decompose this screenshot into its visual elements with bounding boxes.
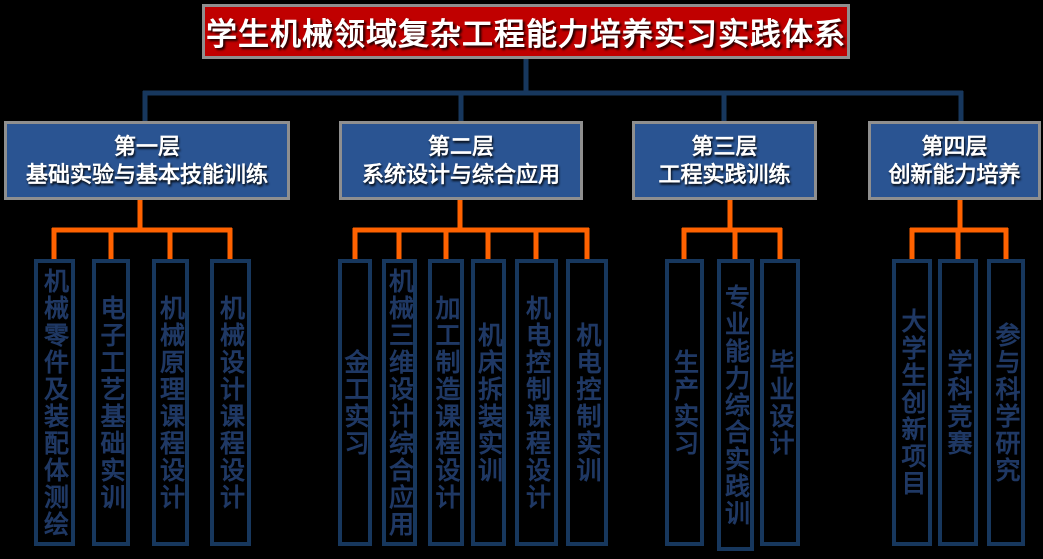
layer-2-item-label: 金工实习: [341, 348, 369, 457]
layer-4-header: 第四层 创新能力培养: [868, 121, 1041, 200]
layer-4-item-box: 参与科学研究: [987, 259, 1025, 546]
layer-1-subtitle: 基础实验与基本技能训练: [25, 161, 268, 187]
layer-3-item-label: 生产实习: [670, 348, 699, 457]
layer-3-item-box: 生产实习: [665, 259, 704, 546]
layer-4-item-label: 大学生创新项目: [898, 308, 926, 497]
layer-2-item-label: 机电控制课程设计: [522, 294, 551, 511]
layer-1-name: 第一层: [113, 134, 180, 159]
layer-2-item-box: 机电控制实训: [566, 259, 608, 546]
layer-3-item-box: 专业能力综合实践训: [717, 259, 754, 551]
layer-4-item-label: 学科竞赛: [944, 348, 972, 457]
layer-1-item-label: 机械零件及装配体测绘: [40, 267, 69, 538]
layer-3-item-box: 毕业设计: [760, 259, 800, 546]
layer-1-item-label: 机械设计课程设计: [216, 294, 245, 511]
layer-2-name: 第二层: [427, 134, 494, 159]
orange-connector-layer-2: [352, 198, 590, 262]
diagram-title: 学生机械领域复杂工程能力培养实习实践体系: [202, 4, 850, 59]
navy-tree-connector: [142, 56, 964, 124]
orange-connector-layer-4: [909, 198, 1009, 262]
layer-4-item-box: 大学生创新项目: [892, 259, 932, 546]
layer-1-header: 第一层 基础实验与基本技能训练: [4, 121, 290, 200]
orange-connector-layer-3: [681, 198, 783, 262]
layer-3-item-label: 毕业设计: [766, 348, 794, 457]
layer-2-item-box: 加工制造课程设计: [428, 259, 464, 546]
layer-3-name: 第三层: [691, 134, 758, 159]
layer-1-item-label: 机械原理课程设计: [156, 294, 185, 511]
layer-2-header: 第二层 系统设计与综合应用: [339, 121, 583, 200]
layer-4-item-label: 参与科学研究: [992, 321, 1020, 484]
layer-2-item-label: 加工制造课程设计: [432, 294, 460, 511]
layer-1-item-box: 机械设计课程设计: [210, 259, 251, 546]
layer-1-item-label: 电子工艺基础实训: [97, 294, 125, 511]
layer-2-subtitle: 系统设计与综合应用: [361, 161, 560, 187]
layer-4-item-box: 学科竞赛: [938, 259, 978, 546]
layer-3-header: 第三层 工程实践训练: [632, 121, 817, 200]
layer-2-item-label: 机械三维设计综合应用: [385, 267, 414, 538]
layer-1-item-box: 机械原理课程设计: [152, 259, 189, 546]
layer-4-name: 第四层: [921, 134, 988, 159]
layer-4-subtitle: 创新能力培养: [888, 161, 1021, 187]
layer-2-item-box: 机械三维设计综合应用: [382, 259, 417, 546]
orange-connector-layer-1: [51, 198, 233, 262]
layer-2-item-label: 机电控制实训: [573, 321, 601, 484]
layer-1-item-box: 电子工艺基础实训: [92, 259, 130, 546]
layer-1-item-box: 机械零件及装配体测绘: [34, 259, 75, 546]
layer-3-subtitle: 工程实践训练: [658, 161, 791, 187]
layer-2-item-box: 金工实习: [338, 259, 372, 546]
layer-3-item-label: 专业能力综合实践训: [721, 283, 750, 527]
layer-2-item-box: 机电控制课程设计: [515, 259, 558, 546]
layer-2-item-label: 机床拆装实训: [474, 321, 503, 484]
layer-2-item-box: 机床拆装实训: [471, 259, 506, 546]
